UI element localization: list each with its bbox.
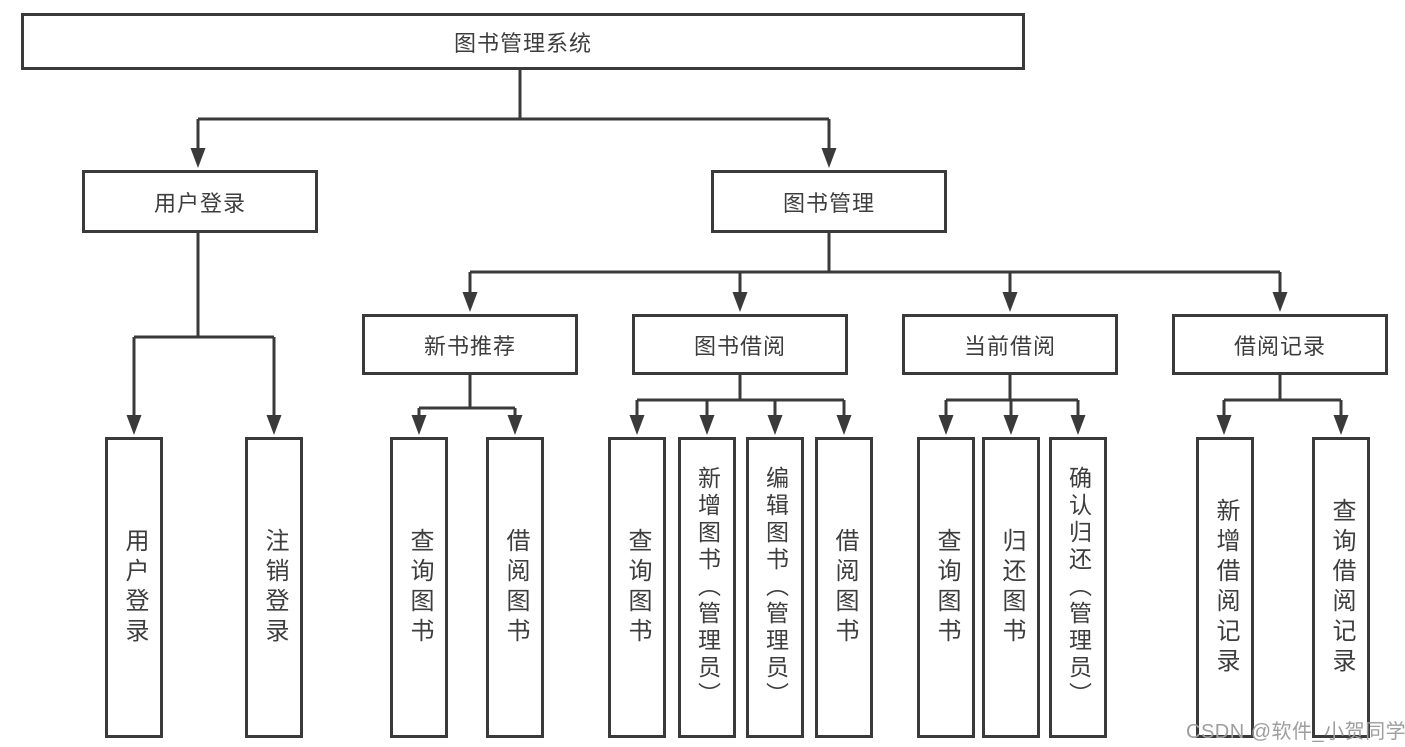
csdn-watermark: CSDN @软件_小贺同学 <box>1186 721 1405 743</box>
node-new-book-recommendation: 新书推荐 <box>362 314 578 375</box>
leaf-label: 查询图书 <box>406 527 433 648</box>
leaf-borrow-books-recommend: 借阅图书 <box>486 437 544 738</box>
leaf-label: 新增借阅记录 <box>1212 497 1239 678</box>
arrowheads <box>126 148 1349 435</box>
node-user-login: 用户登录 <box>82 170 318 233</box>
leaf-confirm-return-admin: 确认归还（管理员） <box>1049 437 1107 738</box>
node-book-borrowing: 图书借阅 <box>632 314 848 375</box>
leaf-edit-book-admin: 编辑图书（管理员） <box>746 437 804 738</box>
leaf-label: 查询图书 <box>624 527 651 648</box>
leaf-query-borrow-record: 查询借阅记录 <box>1312 437 1370 738</box>
node-current-borrowing: 当前借阅 <box>902 314 1118 375</box>
leaf-borrow-books-borrowing: 借阅图书 <box>815 437 873 738</box>
leaf-query-books-recommend: 查询图书 <box>390 437 448 738</box>
leaf-label: 注销登录 <box>261 527 288 648</box>
node-label: 图书借阅 <box>693 333 786 359</box>
leaf-label: 新增图书（管理员） <box>694 466 721 709</box>
leaf-label: 用户登录 <box>121 527 148 648</box>
leaf-query-books-current: 查询图书 <box>917 437 975 738</box>
node-book-management: 图书管理 <box>711 170 947 233</box>
node-borrowing-records: 借阅记录 <box>1172 314 1388 375</box>
leaf-logout: 注销登录 <box>245 437 303 738</box>
node-label: 用户登录 <box>153 190 246 216</box>
node-label: 图书管理 <box>782 190 875 216</box>
node-label: 新书推荐 <box>423 333 516 359</box>
leaf-return-book: 归还图书 <box>982 437 1040 738</box>
leaf-query-books-borrowing: 查询图书 <box>608 437 666 738</box>
leaf-label: 借阅图书 <box>831 527 858 648</box>
node-label: 借阅记录 <box>1233 333 1326 359</box>
leaf-label: 查询图书 <box>933 527 960 648</box>
leaf-user-login: 用户登录 <box>105 437 163 738</box>
node-library-management-system: 图书管理系统 <box>21 13 1025 70</box>
leaf-add-borrow-record: 新增借阅记录 <box>1196 437 1254 738</box>
leaf-label: 确认归还（管理员） <box>1065 466 1092 709</box>
leaf-label: 查询借阅记录 <box>1328 497 1355 678</box>
leaf-label: 编辑图书（管理员） <box>762 466 789 709</box>
leaf-add-book-admin: 新增图书（管理员） <box>678 437 736 738</box>
leaf-label: 归还图书 <box>998 527 1025 648</box>
node-label: 图书管理系统 <box>453 30 592 56</box>
leaf-label: 借阅图书 <box>502 527 529 648</box>
node-label: 当前借阅 <box>963 333 1056 359</box>
